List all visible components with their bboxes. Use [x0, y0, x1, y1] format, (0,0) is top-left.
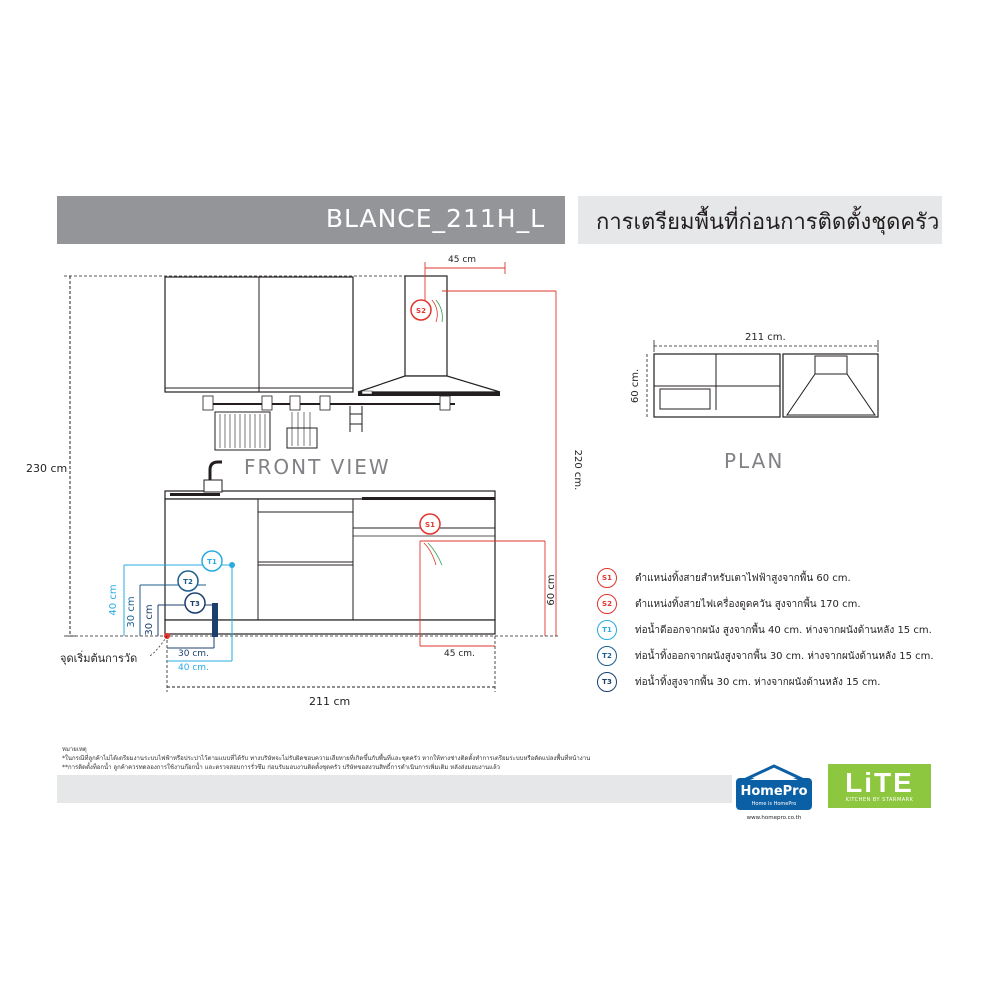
legend-item-s2: S2 ตำแหน่งทิ้งสายไฟเครื่องดูดควัน สูงจาก…	[597, 594, 977, 620]
t3-height-label: 30 cm	[144, 604, 155, 635]
page-subtitle: การเตรียมพื้นที่ก่อนการติดตั้งชุดครัว	[596, 210, 940, 235]
t-40-label: 40 cm.	[178, 663, 209, 673]
hood-offset-label: 45 cm	[448, 255, 476, 265]
t1-height-label: 40 cm	[108, 584, 119, 615]
legend-t3-marker: T3	[597, 672, 617, 692]
legend-t2-marker: T2	[597, 646, 617, 666]
hood-outlet-dimensions: 45 cm 220 cm. S2	[410, 255, 583, 636]
s1-offset-label: 45 cm.	[444, 649, 475, 659]
homepro-logo: HomePro Home is HomePro www.homepro.co.t…	[734, 764, 814, 822]
model-title-bar: BLANCE_211H_L	[57, 196, 565, 244]
notes-line-1: *ในกรณีที่ลูกค้าไม่ได้เตรียมงานระบบไฟฟ้า…	[62, 755, 591, 762]
s2-marker	[410, 299, 432, 321]
legend-item-t2: T2 ท่อน้ำทิ้งออกจากผนังสูงจากพื้น 30 cm.…	[597, 646, 977, 672]
lite-logo: LiTE KITCHEN BY STARMARK	[828, 764, 931, 808]
t3-marker	[184, 592, 206, 614]
t2-marker	[177, 570, 199, 592]
front-view-label: FRONT VIEW	[244, 455, 391, 479]
t1-marker	[201, 550, 223, 572]
base-cabinets	[164, 460, 496, 635]
legend-item-t3: T3 ท่อน้ำทิ้งสูงจากพื้น 30 cm. ห่างจากผน…	[597, 672, 977, 698]
homepro-url: www.homepro.co.th	[747, 815, 802, 821]
plan-width-label: 211 cm.	[745, 332, 786, 343]
homepro-house-icon: HomePro Home is HomePro www.homepro.co.t…	[736, 764, 812, 821]
legend-t1-text: ท่อน้ำดีออกจากผนัง สูงจากพื้น 40 cm. ห่า…	[635, 625, 932, 636]
legend-s2-marker: S2	[597, 594, 617, 614]
s1-marker	[419, 513, 441, 535]
lite-wordmark: LiTE	[845, 767, 914, 798]
t1-marker-label: T1	[207, 558, 217, 566]
legend-t3-text: ท่อน้ำทิ้งสูงจากพื้น 30 cm. ห่างจากผนังด…	[635, 677, 881, 688]
start-point-label: จุดเริ่มต้นการวัด	[60, 650, 137, 665]
plan-label: PLAN	[724, 449, 784, 473]
t2-height-label: 30 cm	[126, 596, 137, 627]
wall-cabinets	[164, 276, 455, 451]
s1-outlet: S1 60 cm 45 cm.	[419, 513, 557, 659]
height-230-label: 230 cm	[26, 462, 67, 475]
subtitle-bar: การเตรียมพื้นที่ก่อนการติดตั้งชุดครัว	[578, 196, 942, 244]
model-title: BLANCE_211H_L	[325, 204, 545, 233]
t3-marker-label: T3	[190, 600, 200, 608]
legend-item-s1: S1 ตำแหน่งทิ้งสายสำหรับเตาไฟฟ้าสูงจากพื้…	[597, 568, 977, 594]
legend: S1 ตำแหน่งทิ้งสายสำหรับเตาไฟฟ้าสูงจากพื้…	[597, 568, 977, 698]
t-30-label: 30 cm.	[178, 649, 209, 659]
homepro-tagline: Home is HomePro	[752, 801, 797, 807]
notes: หมายเหตุ *ในกรณีที่ลูกค้าไม่ได้เตรียมงาน…	[62, 745, 602, 772]
lite-tagline: KITCHEN BY STARMARK	[845, 797, 914, 803]
notes-title: หมายเหตุ	[62, 746, 87, 753]
legend-item-t1: T1 ท่อน้ำดีออกจากผนัง สูงจากพื้น 40 cm. …	[597, 620, 977, 646]
homepro-wordmark: HomePro	[740, 784, 807, 799]
t2-marker-label: T2	[183, 578, 193, 586]
footer-bar	[57, 775, 732, 803]
width-211-label: 211 cm	[309, 695, 350, 708]
s2-marker-label: S2	[416, 307, 426, 315]
s1-height-label: 60 cm	[546, 574, 557, 605]
legend-s1-text: ตำแหน่งทิ้งสายสำหรับเตาไฟฟ้าสูงจากพื้น 6…	[635, 573, 851, 584]
plan-view: 211 cm. 60 cm.	[630, 332, 879, 418]
s2-height-label: 220 cm.	[572, 450, 583, 491]
legend-s1-marker: S1	[597, 568, 617, 588]
legend-s2-text: ตำแหน่งทิ้งสายไฟเครื่องดูดควัน สูงจากพื้…	[635, 599, 861, 610]
notes-line-2: **การติดตั้งท็อกน้ำ ลูกค้าควรทดลองการใช้…	[62, 764, 501, 771]
overall-height-dimension: 230 cm	[26, 275, 405, 637]
pipe-markers: T1 40 cm 40 cm. T2 30 cm T3 30 cm 30 cm.…	[60, 550, 235, 673]
legend-t1-marker: T1	[597, 620, 617, 640]
range-hood	[357, 275, 501, 396]
floor-and-width-dimension: 211 cm	[70, 635, 560, 708]
s1-marker-label: S1	[425, 521, 435, 529]
plan-depth-label: 60 cm.	[630, 369, 641, 403]
legend-t2-text: ท่อน้ำทิ้งออกจากผนังสูงจากพื้น 30 cm. ห่…	[635, 651, 934, 662]
